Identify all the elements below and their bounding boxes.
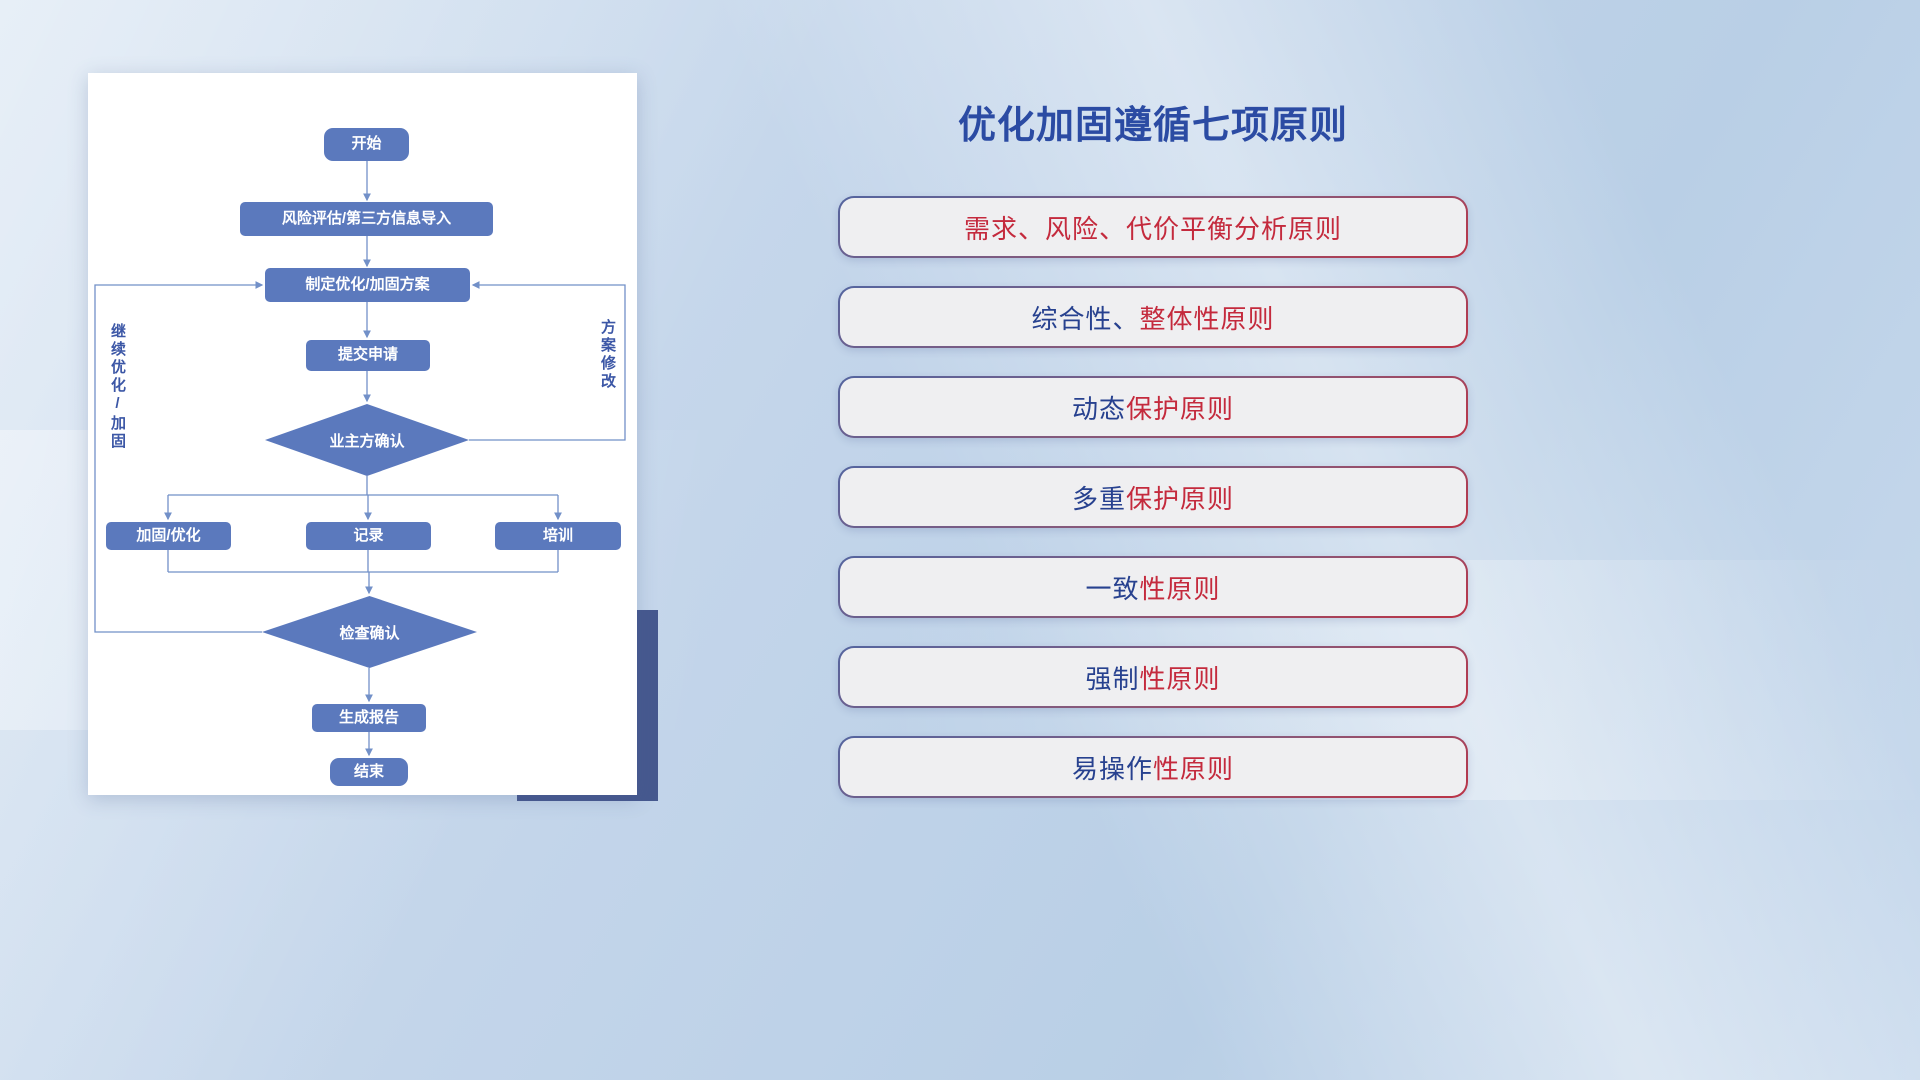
principles-list: 需求、风险、代价平衡分析原则 综合性、整体性原则 动态保护原则 多重保护原则 一… bbox=[838, 196, 1468, 798]
principle-item-4: 多重保护原则 bbox=[838, 466, 1468, 528]
principle-text-blue: 易操作 bbox=[1071, 753, 1153, 784]
principle-item-7-inner: 易操作性原则 bbox=[840, 738, 1466, 796]
principle-item-2-inner: 综合性、整体性原则 bbox=[840, 288, 1466, 346]
principle-item-3: 动态保护原则 bbox=[838, 376, 1468, 438]
flow-node-training: 培训 bbox=[495, 522, 621, 550]
principle-text-red: 保护原则 bbox=[1126, 393, 1235, 424]
flow-node-start: 开始 bbox=[324, 128, 409, 161]
principle-item-7: 易操作性原则 bbox=[838, 736, 1468, 798]
principle-item-4-inner: 多重保护原则 bbox=[840, 468, 1466, 526]
principle-text-blue: 综合性、 bbox=[1031, 303, 1140, 334]
principle-text-red: 整体性原则 bbox=[1139, 303, 1275, 334]
principle-item-5-inner: 一致性原则 bbox=[840, 558, 1466, 616]
flowchart-connectors bbox=[94, 161, 626, 757]
principle-text-red: 需求、风险、代价平衡分析原则 bbox=[963, 213, 1342, 244]
principle-text-red: 性原则 bbox=[1153, 753, 1235, 784]
flow-node-reinforce: 加固/优化 bbox=[106, 522, 231, 550]
principle-item-1-inner: 需求、风险、代价平衡分析原则 bbox=[840, 198, 1466, 256]
principles-title: 优化加固遵循七项原则 bbox=[957, 105, 1348, 147]
principle-item-6-inner: 强制性原则 bbox=[840, 648, 1466, 706]
flow-node-end: 结束 bbox=[330, 758, 408, 786]
principle-text-blue: 多重 bbox=[1071, 483, 1126, 514]
principle-text-blue: 动态 bbox=[1071, 393, 1126, 424]
principle-item-3-inner: 动态保护原则 bbox=[840, 378, 1466, 436]
flow-label-continue-loop: 继续优化/加固 bbox=[109, 323, 126, 451]
principle-text-blue: 一致 bbox=[1085, 573, 1140, 604]
principle-text-red: 保护原则 bbox=[1126, 483, 1235, 514]
principle-text-blue: 强制 bbox=[1085, 663, 1140, 694]
principle-item-1: 需求、风险、代价平衡分析原则 bbox=[838, 196, 1468, 258]
flow-node-report: 生成报告 bbox=[312, 704, 426, 732]
flow-node-record: 记录 bbox=[306, 522, 431, 550]
principle-item-2: 综合性、整体性原则 bbox=[838, 286, 1468, 348]
flow-node-submit: 提交申请 bbox=[306, 340, 430, 371]
flow-node-risk-import: 风险评估/第三方信息导入 bbox=[240, 202, 493, 236]
principle-text-red: 性原则 bbox=[1139, 663, 1221, 694]
flow-node-make-plan: 制定优化/加固方案 bbox=[265, 268, 470, 302]
principle-item-5: 一致性原则 bbox=[838, 556, 1468, 618]
principle-item-6: 强制性原则 bbox=[838, 646, 1468, 708]
flow-label-plan-revision: 方案修改 bbox=[599, 319, 616, 391]
principle-text-red: 性原则 bbox=[1139, 573, 1221, 604]
flowchart-card: 开始 风险评估/第三方信息导入 制定优化/加固方案 提交申请 业主方确认 加固/… bbox=[88, 73, 637, 795]
